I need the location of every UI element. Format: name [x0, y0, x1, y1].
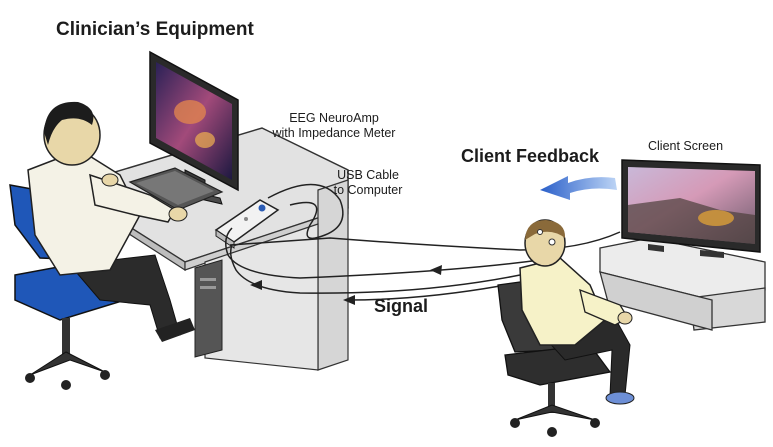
client-screen-label: Client Screen: [648, 139, 724, 153]
keyboard: [128, 167, 224, 211]
usb-cable-label-line2: to Computer: [333, 183, 403, 197]
usb-cable-label: USB Cable to Computer: [318, 168, 418, 198]
signal-arrowhead-3: [343, 295, 355, 305]
neuroamp-label-line2: with Impedance Meter: [272, 126, 396, 140]
neuroamp-label-line1: EEG NeuroAmp: [289, 111, 379, 125]
signal-label: Signal: [374, 296, 429, 316]
usb-cable-label-line1: USB Cable: [337, 168, 399, 182]
feedback-arrow: [540, 176, 617, 200]
neuroamp-label: EEG NeuroAmp with Impedance Meter: [264, 111, 404, 141]
clinician-equipment-title: Clinician’s Equipment: [56, 19, 254, 40]
neuroamp-device: [214, 199, 280, 249]
clinician-figure: [9, 101, 195, 390]
usb-cable: [229, 183, 621, 251]
signal-arrowhead-2: [250, 280, 262, 290]
client-feedback-label: Client Feedback: [461, 146, 600, 166]
client-screen: [621, 159, 761, 258]
signal-arrowhead-1: [430, 265, 442, 275]
signal-arrows: [225, 227, 541, 301]
client-figure: [497, 219, 635, 437]
